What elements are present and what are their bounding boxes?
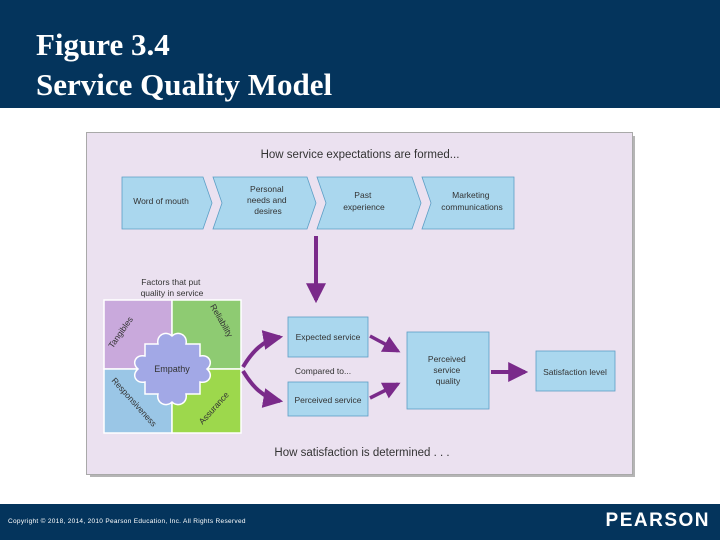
svg-text:Marketing communications: Marketing communications <box>441 190 502 212</box>
figure-number: Figure 3.4 <box>36 27 170 62</box>
source-personal-needs: Personal needs and desires <box>212 176 317 230</box>
footer-bar: Copyright © 2018, 2014, 2010 Pearson Edu… <box>0 504 720 540</box>
svg-text:Past experience: Past experience <box>343 190 385 212</box>
slide-title: Service Quality Model <box>36 67 333 102</box>
pearson-logo: PEARSON <box>605 510 710 531</box>
factors-caption: Factors that put quality in service <box>141 277 204 298</box>
expectations-heading: How service expectations are formed... <box>261 149 460 161</box>
quality-factors-puzzle: Tangibles Reliability Empathy Responsive… <box>103 299 242 434</box>
perceived-quality-box: Perceived service quality <box>406 331 490 410</box>
copyright-notice: Copyright © 2018, 2014, 2010 Pearson Edu… <box>8 518 246 525</box>
arrow-perceived-to-quality <box>369 382 401 400</box>
svg-text:Personal needs and: Personal needs and desires <box>247 184 289 216</box>
svg-text:Expected service: Expected service <box>296 332 361 342</box>
svg-text:Perceived service: Perceived service quality <box>428 354 468 386</box>
svg-text:Satisfaction level: Satisfaction level <box>543 367 607 377</box>
label-empathy: Empathy <box>154 364 190 374</box>
source-marketing-communications: Marketing communications <box>421 176 515 230</box>
svg-text:Word of mouth: Word of mouth <box>133 196 189 206</box>
expected-service-box: Expected service <box>287 316 369 358</box>
compared-to-label: Compared to... <box>295 366 351 376</box>
perceived-service-box: Perceived service <box>287 381 369 417</box>
satisfaction-heading: How satisfaction is determined . . . <box>274 447 449 459</box>
arrow-to-expected <box>241 330 284 369</box>
source-word-of-mouth: Word of mouth <box>121 176 213 230</box>
arrow-to-perceived <box>241 369 284 408</box>
satisfaction-level-box: Satisfaction level <box>535 350 616 392</box>
source-past-experience: Past experience <box>316 176 422 230</box>
svg-text:Perceived service: Perceived service <box>294 395 361 405</box>
arrow-expected-to-quality <box>369 334 401 353</box>
title-bar: Figure 3.4 Service Quality Model <box>0 0 720 108</box>
puzzle-empathy <box>134 332 211 406</box>
